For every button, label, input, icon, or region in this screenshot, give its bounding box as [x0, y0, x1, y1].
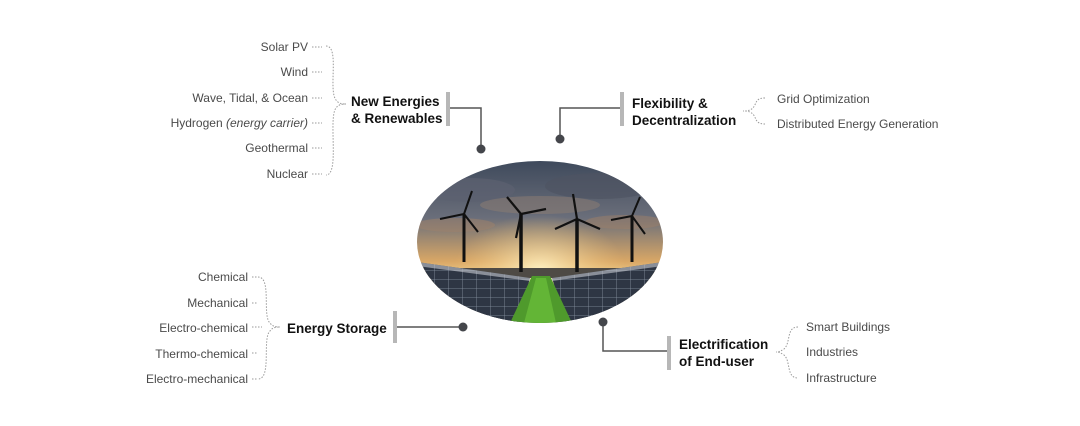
leaf-hydrogen: Hydrogen (energy carrier)	[171, 116, 308, 130]
leaf-solar-pv: Solar PV	[260, 40, 308, 54]
leaf-electro-chemical: Electro-chemical	[159, 321, 248, 335]
leaf-electro-mechanical: Electro-mechanical	[145, 372, 248, 386]
heading-flexibility-line2: Decentralization	[632, 113, 737, 128]
brace-storage-ticks	[252, 276, 262, 380]
leaf-industries: Industries	[806, 345, 859, 359]
brace-renewables	[325, 45, 347, 176]
brace-flexibility	[742, 97, 766, 125]
center-photo-icon	[417, 161, 663, 323]
connector-renewables	[449, 107, 482, 149]
heading-electrification-line2: of End-user	[679, 354, 755, 369]
heading-bar-storage	[393, 311, 397, 343]
heading-renewables-line2: & Renewables	[351, 111, 443, 126]
connector-flexibility	[559, 107, 620, 139]
leaf-chemical: Chemical	[197, 270, 248, 284]
connector-dot-renewables	[476, 144, 486, 154]
heading-renewables-line1: New Energies	[351, 94, 440, 109]
leaf-wave-tidal-ocean: Wave, Tidal, & Ocean	[192, 91, 308, 105]
heading-bar-flexibility	[620, 92, 624, 126]
leaf-geothermal: Geothermal	[245, 141, 308, 155]
heading-flexibility-line1: Flexibility &	[632, 96, 708, 111]
leaf-nuclear: Nuclear	[266, 167, 308, 181]
connector-dot-flexibility	[555, 134, 565, 144]
heading-storage-line1: Energy Storage	[287, 321, 387, 336]
leaf-thermo-chemical: Thermo-chemical	[155, 347, 248, 361]
heading-flexibility: Flexibility & Decentralization	[632, 95, 736, 129]
leaf-hydrogen-note: (energy carrier)	[225, 116, 308, 130]
brace-electrification	[775, 326, 799, 379]
leaf-infrastructure: Infrastructure	[806, 371, 877, 385]
heading-bar-renewables	[446, 92, 450, 126]
heading-electrification: Electrification of End-user	[679, 336, 768, 370]
connector-dot-electrification	[598, 317, 608, 327]
leaf-mechanical: Mechanical	[187, 296, 248, 310]
connector-electrification	[602, 322, 669, 352]
heading-renewables: New Energies & Renewables	[351, 93, 443, 127]
leaf-smart-buildings: Smart Buildings	[806, 320, 891, 334]
leaf-grid-optimization: Grid Optimization	[777, 92, 870, 106]
heading-storage: Energy Storage	[287, 320, 387, 337]
leaf-hydrogen-label: Hydrogen	[170, 116, 223, 130]
leaf-wind: Wind	[280, 65, 308, 79]
connector-dot-storage	[458, 322, 468, 332]
leaf-distributed-energy-generation: Distributed Energy Generation	[777, 117, 939, 131]
brace-storage	[257, 276, 281, 380]
heading-bar-electrification	[667, 336, 671, 370]
brace-renewables-ticks	[312, 46, 322, 175]
heading-electrification-line1: Electrification	[679, 337, 769, 352]
